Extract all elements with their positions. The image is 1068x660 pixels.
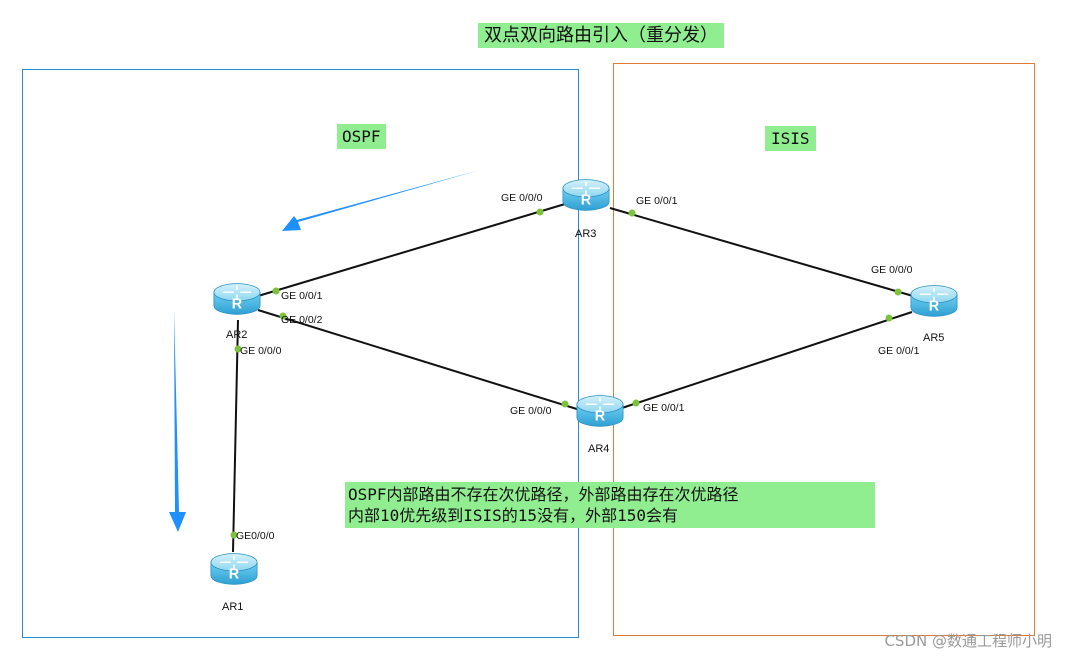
arrow-toward-ar2 <box>282 170 480 231</box>
link-ar2-ar1[interactable] <box>232 319 239 553</box>
arrow-toward-ar1 <box>169 310 186 532</box>
port-label-ar2-ge002: GE 0/0/2 <box>281 314 323 326</box>
router-ar2-icon[interactable] <box>213 282 261 316</box>
note-line-1: OSPF内部路由不存在次优路径，外部路由存在次优路径 <box>348 485 739 504</box>
router-ar5-icon[interactable] <box>910 284 958 318</box>
router-ar1-icon[interactable] <box>210 552 258 586</box>
link-ar2-ar4[interactable] <box>257 309 581 411</box>
router-ar3-icon[interactable] <box>562 178 610 212</box>
port-dot <box>230 531 238 539</box>
router-label-ar1: AR1 <box>222 601 243 613</box>
router-label-ar2: AR2 <box>226 329 247 341</box>
port-label-ar1-ge000: GE0/0/0 <box>236 530 275 542</box>
isis-area-label: ISIS <box>765 126 816 151</box>
port-dot <box>632 399 640 407</box>
port-label-ar4-ge001: GE 0/0/1 <box>643 402 685 414</box>
port-label-ar3-ge001: GE 0/0/1 <box>636 195 678 207</box>
isis-area-box <box>613 63 1035 636</box>
port-dot <box>561 400 569 408</box>
port-dot <box>894 288 902 296</box>
diagram-title: 双点双向路由引入（重分发） <box>478 23 724 48</box>
ospf-area-box <box>22 69 579 638</box>
port-label-ar5-ge000: GE 0/0/0 <box>871 264 913 276</box>
port-dot <box>885 314 893 322</box>
port-label-ar2-ge000: GE 0/0/0 <box>240 345 282 357</box>
watermark: CSDN @数通工程师小明 <box>884 632 1052 650</box>
port-dot <box>536 208 544 216</box>
link-ar4-ar5[interactable] <box>621 311 913 409</box>
port-label-ar2-ge001: GE 0/0/1 <box>281 290 323 302</box>
router-ar4-icon[interactable] <box>576 394 624 428</box>
port-dots <box>230 208 902 539</box>
port-label-ar5-ge001: GE 0/0/1 <box>878 345 920 357</box>
port-dot <box>272 287 280 295</box>
note-box: OSPF内部路由不存在次优路径，外部路由存在次优路径 内部10优先级到ISIS的… <box>345 482 875 528</box>
link-ar2-ar3[interactable] <box>257 203 566 297</box>
router-label-ar3: AR3 <box>575 228 596 240</box>
port-dot <box>279 312 287 320</box>
port-dot <box>628 209 636 217</box>
ospf-area-label: OSPF <box>337 124 386 149</box>
port-label-ar3-ge000: GE 0/0/0 <box>501 192 543 204</box>
port-dot <box>234 345 242 353</box>
links <box>232 203 914 553</box>
note-line-2: 内部10优先级到ISIS的15没有，外部150会有 <box>348 506 678 525</box>
link-ar3-ar5[interactable] <box>609 207 914 297</box>
router-label-ar5: AR5 <box>923 332 944 344</box>
router-label-ar4: AR4 <box>588 443 609 455</box>
port-label-ar4-ge000: GE 0/0/0 <box>510 405 552 417</box>
